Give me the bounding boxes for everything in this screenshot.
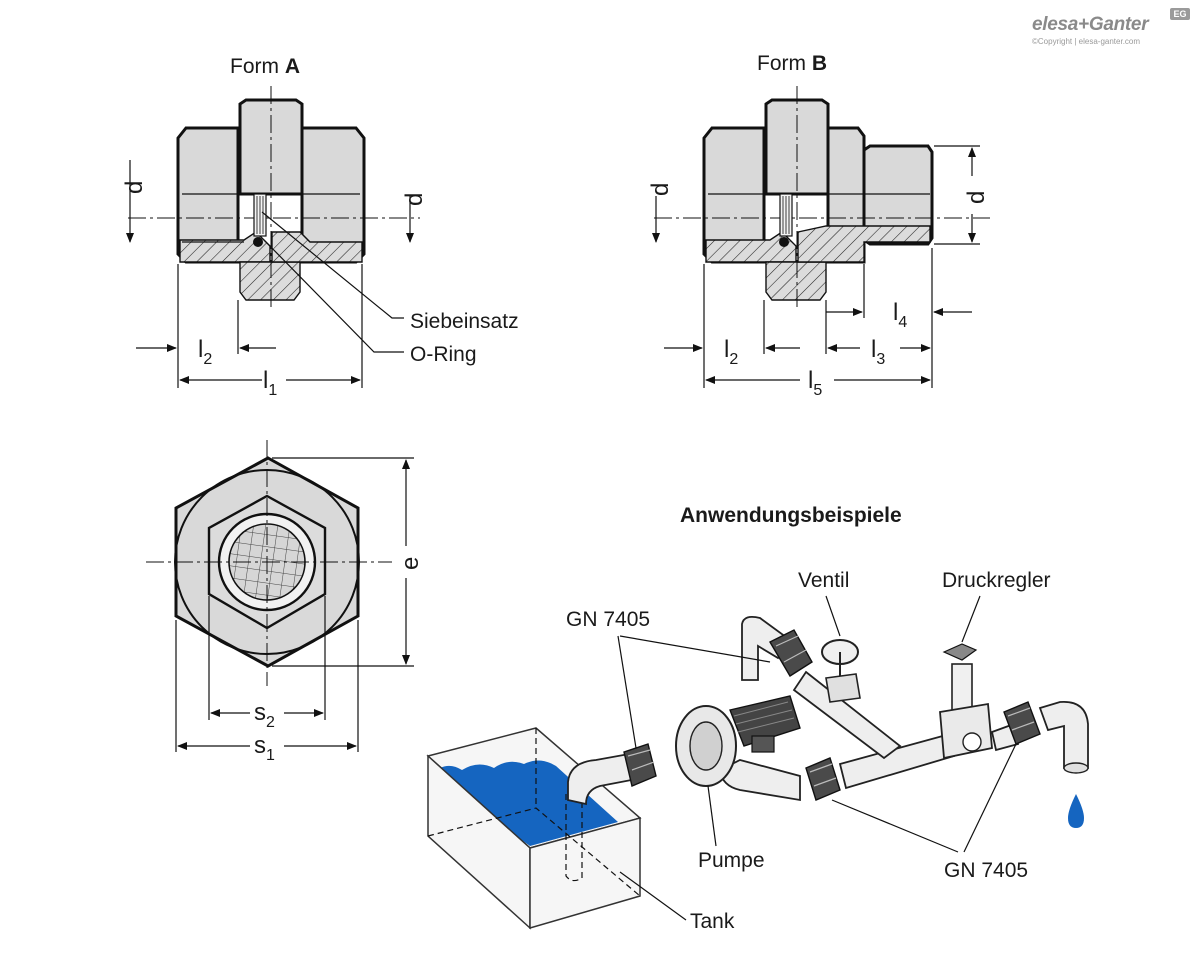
form-b-view: Form B d d l4 l2 <box>647 52 990 399</box>
form-a-dim-l1: l1 <box>263 367 277 399</box>
brand-logo: elesa+Ganter EG ©Copyright | elesa-gante… <box>1032 8 1192 48</box>
brand-copyright: ©Copyright | elesa-ganter.com <box>1032 37 1141 46</box>
ventil-leader <box>825 595 841 637</box>
application-title: Anwendungsbeispiele <box>680 504 902 527</box>
form-a-dim-l2: l2 <box>198 336 212 368</box>
form-a-sieve-leader <box>261 211 404 319</box>
gn-bottom-leader-1 <box>831 799 959 853</box>
valve-body <box>825 673 861 703</box>
end-view-dim-s1: s1 <box>254 732 275 764</box>
fitting-gn7405-valve-branch <box>769 629 813 677</box>
form-b-title: Form B <box>757 52 827 75</box>
pump-terminal-box <box>751 735 775 753</box>
form-b-dim-l2: l2 <box>724 336 738 368</box>
regulator-body <box>939 702 993 760</box>
pressure-regulator <box>939 643 993 760</box>
end-view-dim-s2: s2 <box>254 699 275 731</box>
brand-badge: EG <box>1170 8 1190 20</box>
form-b-section-left <box>705 231 797 263</box>
elbow-top-left <box>741 615 792 681</box>
application-example: Anwendungsbeispiele <box>426 504 1089 933</box>
form-a-d-right: d <box>401 193 428 206</box>
fitting-gn7405-outlet <box>1003 701 1041 745</box>
pumpe-leader <box>707 785 717 847</box>
outlet-pipe <box>1038 701 1089 769</box>
form-b-dim-l4: l4 <box>893 299 907 331</box>
tank-front-right <box>529 817 641 929</box>
label-druckregler: Druckregler <box>942 569 1051 592</box>
regulator-knob <box>942 643 978 661</box>
gn-top-leader-1 <box>617 635 637 749</box>
form-a-callout-oring: O-Ring <box>410 343 477 366</box>
label-tank: Tank <box>690 910 735 933</box>
form-a-sieve-mesh <box>256 196 264 234</box>
form-a-d-left: d <box>121 181 148 194</box>
water-drop <box>1068 794 1084 828</box>
form-b-section-nut <box>765 261 827 301</box>
form-b-section-right <box>797 225 931 263</box>
druckregler-leader <box>961 595 981 643</box>
regulator-gauge <box>962 732 982 752</box>
label-pumpe: Pumpe <box>698 849 765 872</box>
pump <box>675 695 801 787</box>
label-ventil: Ventil <box>798 569 849 592</box>
form-a-oring-leader <box>263 239 404 353</box>
tank-hidden-edges <box>427 728 641 897</box>
fitting-gn7405-main-line <box>805 757 841 801</box>
form-a-view: Form A d d Siebeinsatz O-Ring <box>121 55 519 399</box>
tank-suction-pipe-hidden <box>565 794 583 882</box>
form-b-d-right: d <box>963 191 990 204</box>
label-gn7405-top: GN 7405 <box>566 608 650 631</box>
pump-motor <box>729 695 801 747</box>
form-b-oring <box>779 237 789 247</box>
form-a-section-right <box>271 231 363 263</box>
outlet-opening <box>1063 762 1089 774</box>
form-b-dim-l3: l3 <box>871 336 885 368</box>
tank-leader <box>619 871 687 921</box>
form-b-sieve-mesh <box>782 196 790 234</box>
valve-branch-pipe <box>792 670 902 760</box>
fitting-gn7405-pump-inlet <box>623 743 657 787</box>
label-gn7405-bottom: GN 7405 <box>944 859 1028 882</box>
form-a-title: Form A <box>230 55 300 78</box>
gn-bottom-leader-2 <box>963 743 1017 853</box>
form-a-oring <box>253 237 263 247</box>
form-a-callout-sieve: Siebeinsatz <box>410 310 519 333</box>
brand-logo-wordmark: elesa+Ganter <box>1032 14 1149 35</box>
end-view: e s2 s1 <box>146 440 424 764</box>
main-line-pipe <box>838 732 956 790</box>
end-view-dim-e: e <box>397 557 424 570</box>
pump-motor-fins <box>733 701 795 733</box>
gn-top-leader-2 <box>619 635 771 663</box>
valve <box>821 639 861 703</box>
form-b-d-left: d <box>647 183 674 196</box>
pump-impeller-cover <box>689 721 723 771</box>
regulator-bonnet <box>951 663 973 713</box>
form-b-dim-l5: l5 <box>808 367 822 399</box>
